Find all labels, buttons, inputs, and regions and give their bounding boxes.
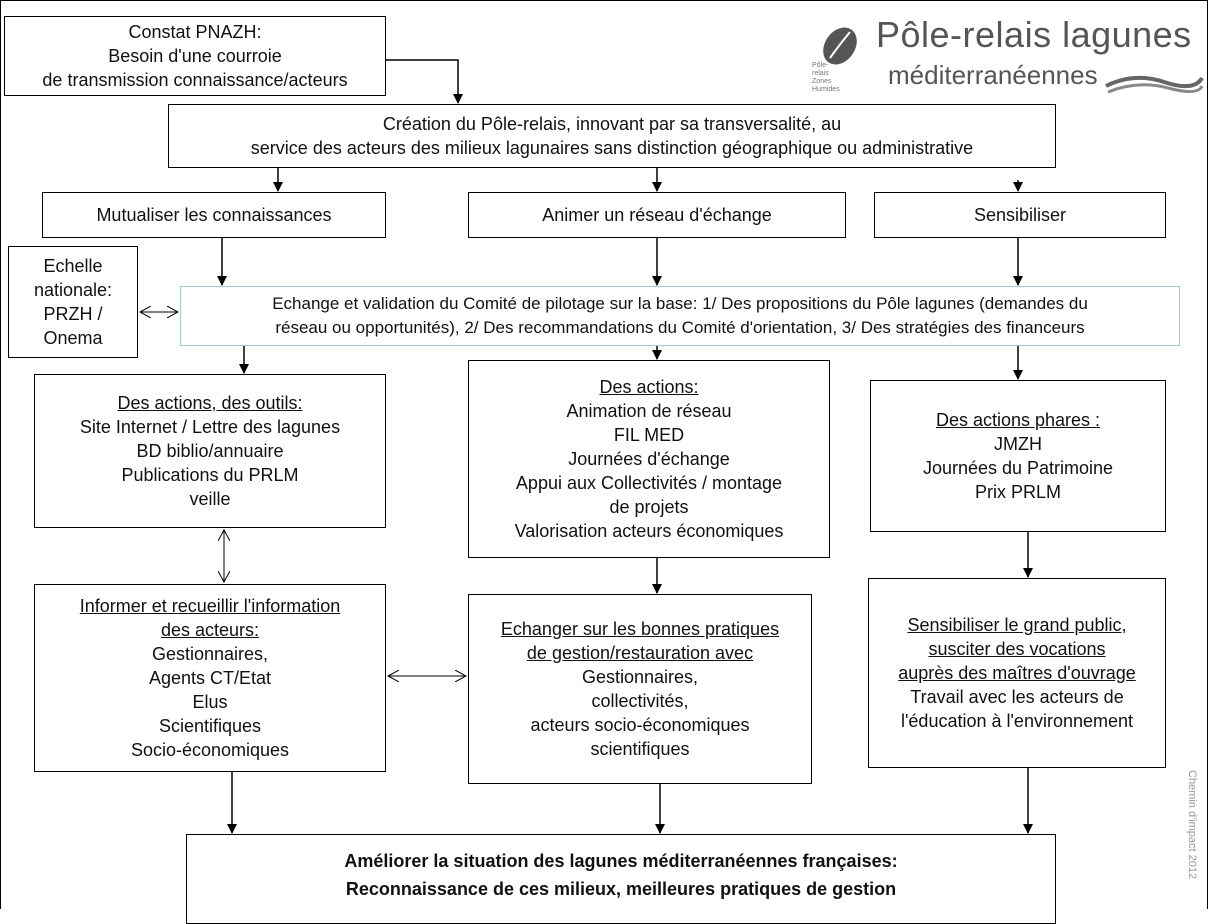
- comite-box: Echange et validation du Comité de pilot…: [180, 286, 1180, 346]
- logo-small-text: Pôle-relais Zones Humides: [812, 62, 840, 93]
- actions-title: Des actions:: [599, 377, 699, 397]
- echanger-box: Echanger sur les bonnes pratiques de ges…: [468, 594, 812, 784]
- final-box: Améliorer la situation des lagunes médit…: [186, 834, 1056, 924]
- arrow-constat-creation: [386, 59, 463, 104]
- actions-phares-title: Des actions phares :: [935, 410, 1101, 430]
- actions-outils-title: Des actions, des outils:: [117, 393, 303, 413]
- sensibiliser-public-box: Sensibiliser le grand public, susciter d…: [868, 578, 1166, 768]
- axis-mutualiser: Mutualiser les connaissances: [42, 192, 386, 238]
- logo-leaf-icon: [823, 27, 857, 65]
- axis-animer: Animer un réseau d'échange: [468, 192, 846, 238]
- informer-box: Informer et recueillir l'information des…: [34, 584, 386, 772]
- actions-outils-box: Des actions, des outils: Site Internet /…: [34, 374, 386, 528]
- actions-box: Des actions: Animation de réseau FIL MED…: [468, 360, 830, 558]
- logo-wave-icon: [1105, 75, 1204, 94]
- creation-box: Création du Pôle-relais, innovant par sa…: [168, 104, 1056, 168]
- actions-phares-box: Des actions phares : JMZH Journées du Pa…: [870, 380, 1166, 532]
- logo-title: Pôle-relais lagunes: [876, 14, 1192, 55]
- logo: Pôle-relais lagunes Pôle-relais Zones Hu…: [812, 14, 1204, 98]
- axis-sensibiliser: Sensibiliser: [874, 192, 1166, 238]
- logo-subtitle: méditerranéennes: [888, 60, 1098, 90]
